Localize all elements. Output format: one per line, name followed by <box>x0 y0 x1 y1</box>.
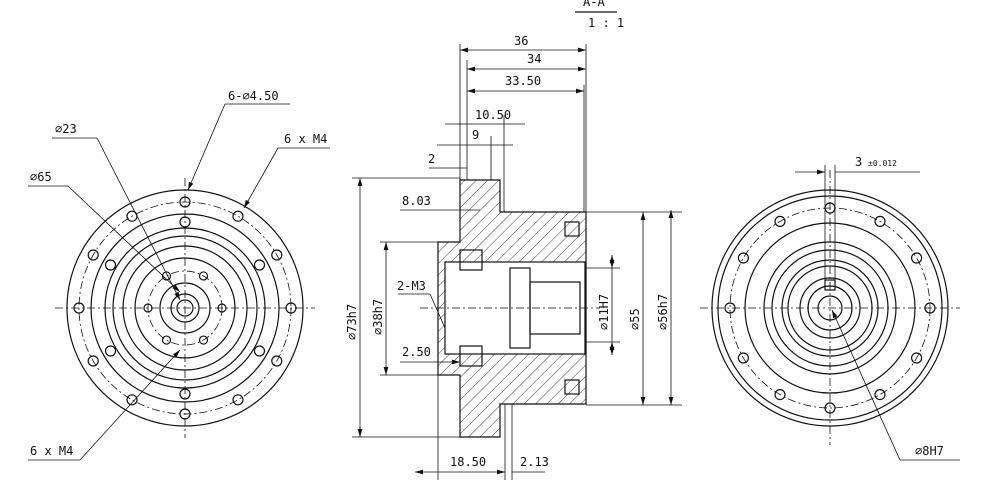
bolt-hole <box>924 302 936 314</box>
inner-hole <box>198 335 209 345</box>
key-tolerance: ±0.012 <box>868 159 897 168</box>
section-scale: 1 : 1 <box>588 16 624 30</box>
section-dimensions: 36 34 33.50 10.50 9 2 8.03 ⌀73h7 ⌀38h7 2… <box>345 34 674 480</box>
dim-9: 9 <box>472 128 479 142</box>
dim-dia-73h7: ⌀73h7 <box>345 304 359 340</box>
bolt-hole <box>232 394 244 406</box>
dim-dia-65: ⌀65 <box>30 170 52 184</box>
bolt-hole <box>271 249 283 261</box>
bolt-hole <box>126 394 138 406</box>
key-width: 3 <box>855 155 862 169</box>
inner-hole <box>198 271 209 281</box>
bolt-hole <box>73 302 85 314</box>
thread-callout-top: 6 x M4 <box>284 132 327 146</box>
dim-2: 2 <box>428 152 435 166</box>
dim-dia-55: ⌀55 <box>628 308 642 330</box>
bolt-hole <box>774 389 786 401</box>
section-label: A-A 1 : 1 <box>575 0 624 30</box>
bolt-hole <box>911 252 923 264</box>
inner-hole <box>143 303 153 313</box>
bolt-hole <box>179 196 191 208</box>
bolt-hole <box>179 408 191 420</box>
dim-dia-38h7: ⌀38h7 <box>371 299 385 335</box>
bolt-hole <box>737 352 749 364</box>
dim-8-03: 8.03 <box>402 194 431 208</box>
front-view-left <box>55 178 315 438</box>
mount-hole <box>179 388 191 400</box>
dim-33-50: 33.50 <box>505 74 541 88</box>
thread-2-m3: 2-M3 <box>397 279 426 293</box>
dim-10-50: 10.50 <box>475 108 511 122</box>
bore-dia-8H7: ⌀8H7 <box>915 444 944 458</box>
dim-dia-56h7: ⌀56h7 <box>656 294 670 330</box>
mount-hole <box>104 259 117 271</box>
dim-36: 36 <box>514 34 528 48</box>
dim-dia-23: ⌀23 <box>55 122 77 136</box>
section-view <box>420 179 682 438</box>
right-view-callouts: 3 ±0.012 ⌀8H7 <box>795 155 960 461</box>
thread-callout-bottom: 6 x M4 <box>30 444 73 458</box>
bolt-hole <box>737 252 749 264</box>
dim-dia-11H7: ⌀11H7 <box>597 294 611 330</box>
bolt-hole <box>774 215 786 227</box>
mount-hole <box>104 345 117 357</box>
bolt-hole <box>271 355 283 367</box>
dim-18-50: 18.50 <box>450 455 486 469</box>
bolt-hole <box>232 210 244 222</box>
dim-2-50: 2.50 <box>402 345 431 359</box>
bolt-hole <box>87 355 99 367</box>
dim-2-13: 2.13 <box>520 455 549 469</box>
inner-hole <box>217 303 227 313</box>
bolt-hole <box>824 402 836 414</box>
inner-hole <box>161 335 172 345</box>
section-name: A-A <box>583 0 605 9</box>
bolt-hole <box>87 249 99 261</box>
bolt-hole <box>911 352 923 364</box>
rear-view-right <box>700 170 960 445</box>
left-view-callouts: 6-⌀4.50 ⌀23 ⌀65 6 x M4 6 x M4 <box>28 89 330 461</box>
bolt-hole <box>874 215 886 227</box>
mount-hole <box>253 259 266 271</box>
dim-34: 34 <box>527 52 541 66</box>
bolt-hole <box>724 302 736 314</box>
bolt-hole <box>285 302 297 314</box>
hole-callout-6-dia-4-50: 6-⌀4.50 <box>228 89 279 103</box>
bolt-hole <box>874 389 886 401</box>
mount-hole <box>179 216 191 228</box>
mount-hole <box>253 345 266 357</box>
